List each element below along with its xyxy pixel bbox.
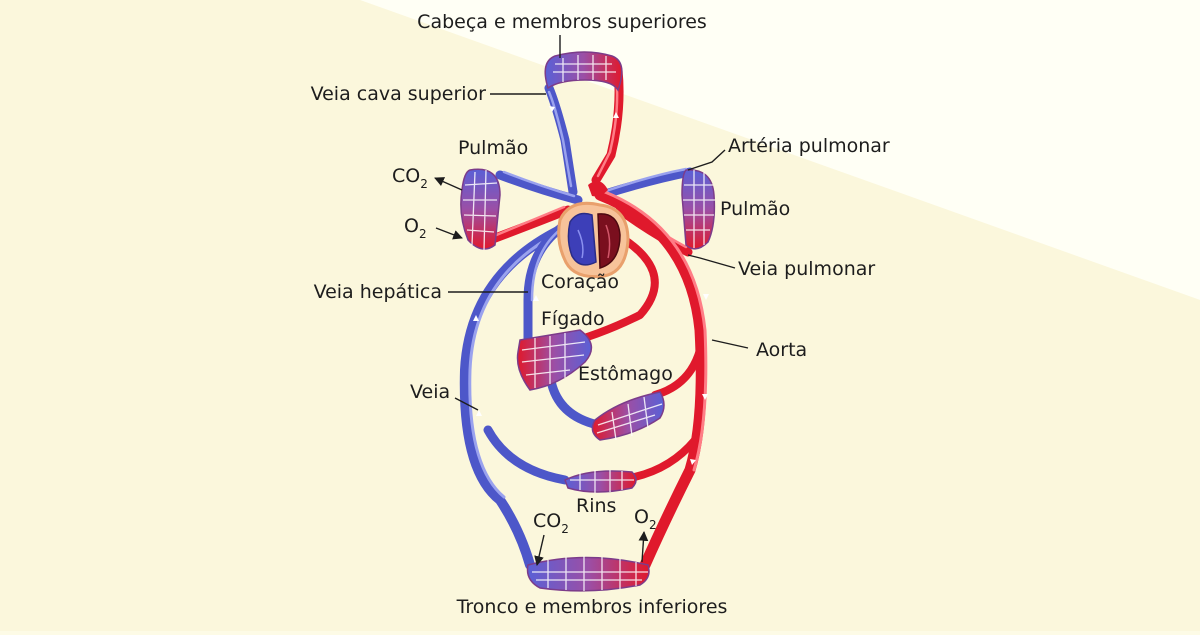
background-band — [0, 0, 1200, 300]
liver-capillaries — [516, 329, 593, 391]
flow-arrows — [473, 106, 709, 465]
pulmonary-artery-leader-line — [687, 149, 726, 171]
pulmonary-artery-right — [597, 167, 695, 200]
label-o2-bottom: O2 — [634, 506, 657, 532]
hepatic-vein — [523, 220, 570, 350]
pulmonary-artery-left — [495, 170, 583, 205]
lung-right-capillaries — [681, 169, 716, 250]
label-trunk: Tronco e membros inferiores — [456, 596, 728, 618]
label-hepatic-vein: Veia hepática — [314, 281, 442, 303]
label-liver: Fígado — [541, 308, 605, 330]
aorta-main — [594, 189, 708, 571]
label-head: Cabeça e membros superiores — [417, 11, 707, 33]
label-co2-bottom: CO2 — [533, 510, 569, 536]
label-stomach: Estômago — [578, 363, 673, 385]
label-vein: Veia — [410, 381, 450, 403]
label-lung-right: Pulmão — [720, 198, 790, 220]
vein-kidneys — [483, 425, 570, 485]
lung-left-capillaries — [460, 168, 501, 251]
aortic-arch — [588, 181, 608, 197]
kidney-capillaries — [564, 470, 637, 493]
label-superior-vena-cava: Veia cava superior — [311, 83, 487, 105]
stomach-capillaries — [591, 391, 665, 441]
heart — [557, 181, 630, 279]
aorta-kidney-branch — [626, 436, 699, 482]
co2-bottom-arrow — [534, 534, 545, 566]
label-o2-top: O2 — [404, 215, 427, 241]
superior-vena-cava — [544, 83, 578, 197]
aorta-leader-line — [711, 339, 749, 349]
co2-top-arrow — [434, 177, 463, 191]
pulmonary-vein-left — [485, 205, 573, 245]
label-aorta: Aorta — [756, 339, 807, 361]
o2-bottom-arrow — [638, 531, 649, 563]
label-pulmonary-vein: Veia pulmonar — [738, 258, 875, 280]
vein-leader-line — [454, 397, 479, 411]
vein-main — [459, 225, 565, 570]
label-pulmonary-artery: Artéria pulmonar — [728, 135, 890, 157]
label-co2-top: CO2 — [392, 165, 428, 191]
label-lung-left: Pulmão — [458, 137, 528, 159]
label-kidneys: Rins — [576, 495, 616, 517]
trunk-capillaries — [526, 556, 650, 592]
heart-right-chambers — [567, 212, 597, 266]
o2-top-arrow — [435, 227, 463, 240]
head-capillaries — [544, 51, 623, 92]
label-heart: Coração — [541, 271, 619, 293]
pulmonary-vein-leader-line — [687, 254, 736, 269]
